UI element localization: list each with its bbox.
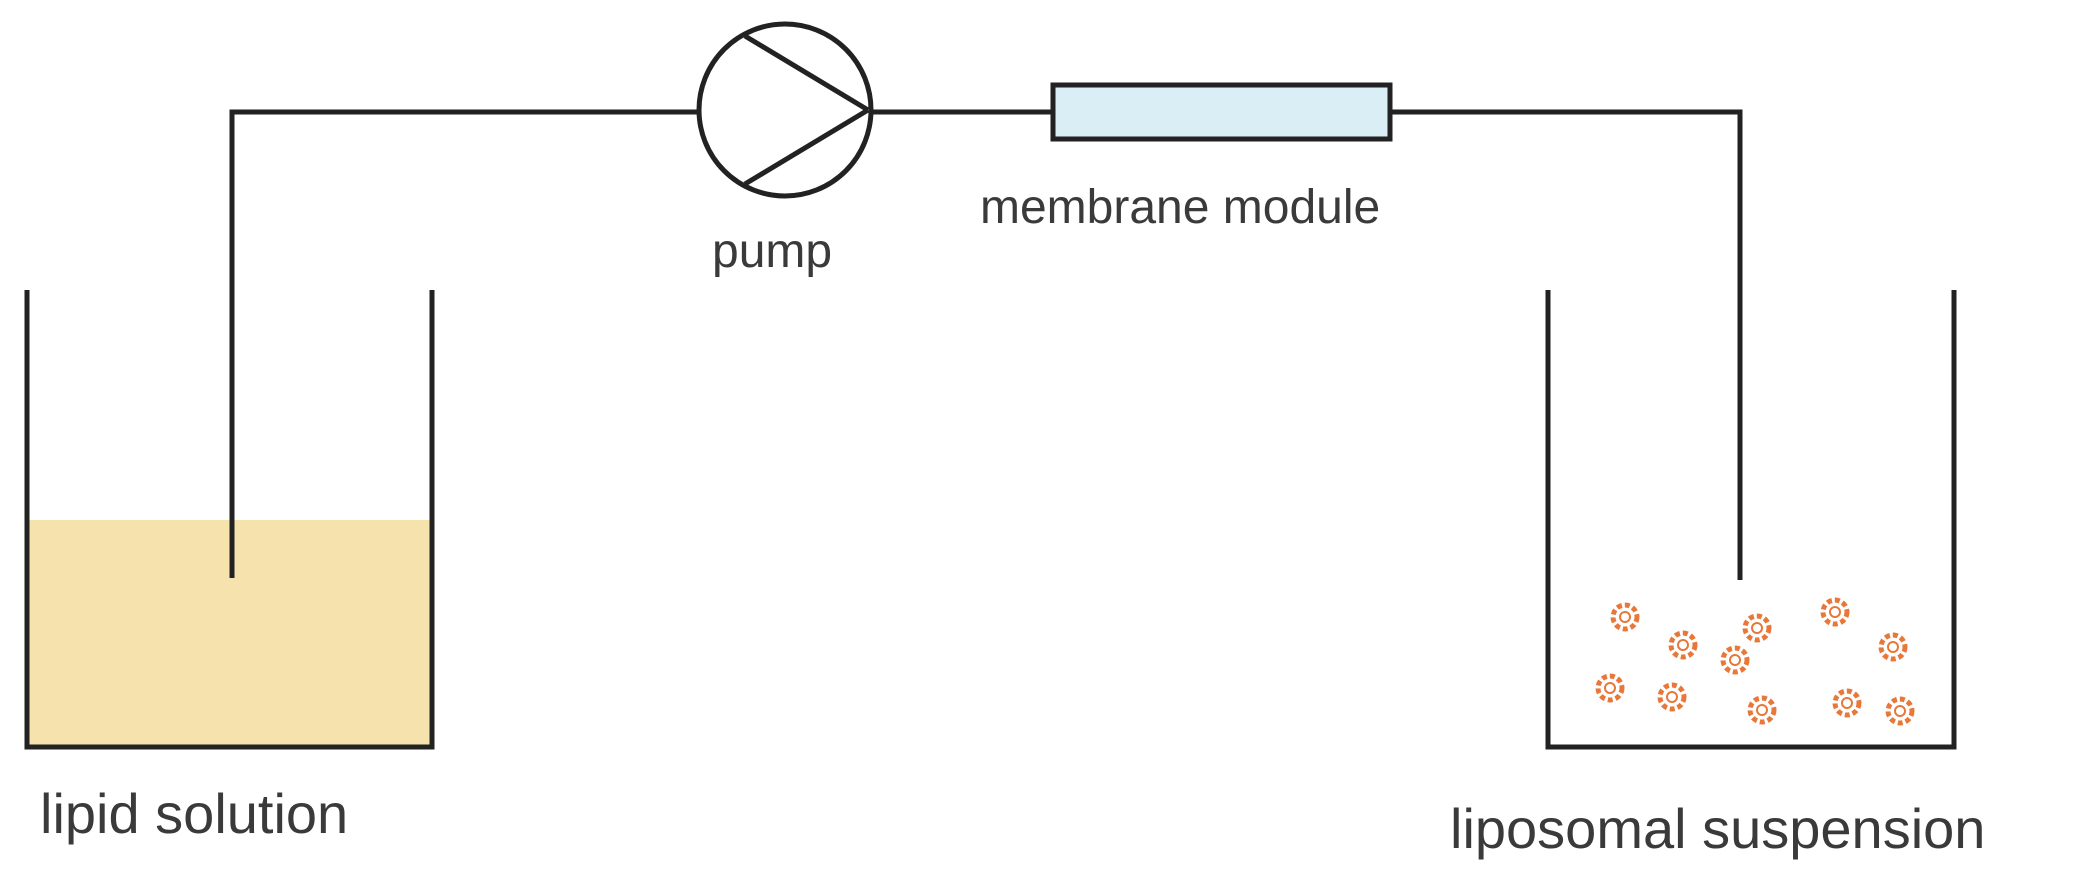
liposome-particle bbox=[1720, 645, 1750, 675]
lipid-solution-liquid bbox=[27, 520, 430, 747]
pump-label: pump bbox=[712, 225, 832, 278]
liposomal-suspension-label: liposomal suspension bbox=[1450, 797, 1985, 860]
liposome-particle bbox=[1668, 630, 1698, 660]
liposome-particle bbox=[1610, 602, 1640, 632]
liposome-particle bbox=[1747, 695, 1777, 725]
liposome-particle bbox=[1820, 597, 1850, 627]
liposome-particle bbox=[1885, 696, 1915, 726]
liposome-particle bbox=[1832, 688, 1862, 718]
inlet-tube bbox=[229, 109, 700, 578]
liposome-particle bbox=[1595, 673, 1625, 703]
liposome-particle bbox=[1878, 632, 1908, 662]
liposomal-beaker-outline bbox=[1545, 290, 1957, 750]
lipid-beaker-outline bbox=[24, 290, 435, 750]
lipid-solution-beaker bbox=[24, 290, 435, 750]
lipid-solution-label: lipid solution bbox=[40, 782, 348, 845]
outlet-tube bbox=[1390, 109, 1743, 580]
pump-icon bbox=[696, 21, 874, 199]
liposome-particle bbox=[1657, 682, 1687, 712]
liposome-particle bbox=[1742, 613, 1772, 643]
membrane-module bbox=[1050, 82, 1393, 142]
membrane-module-label: membrane module bbox=[980, 181, 1380, 234]
liposome-particles bbox=[1595, 597, 1915, 726]
liposomal-suspension-beaker bbox=[1545, 290, 1957, 750]
